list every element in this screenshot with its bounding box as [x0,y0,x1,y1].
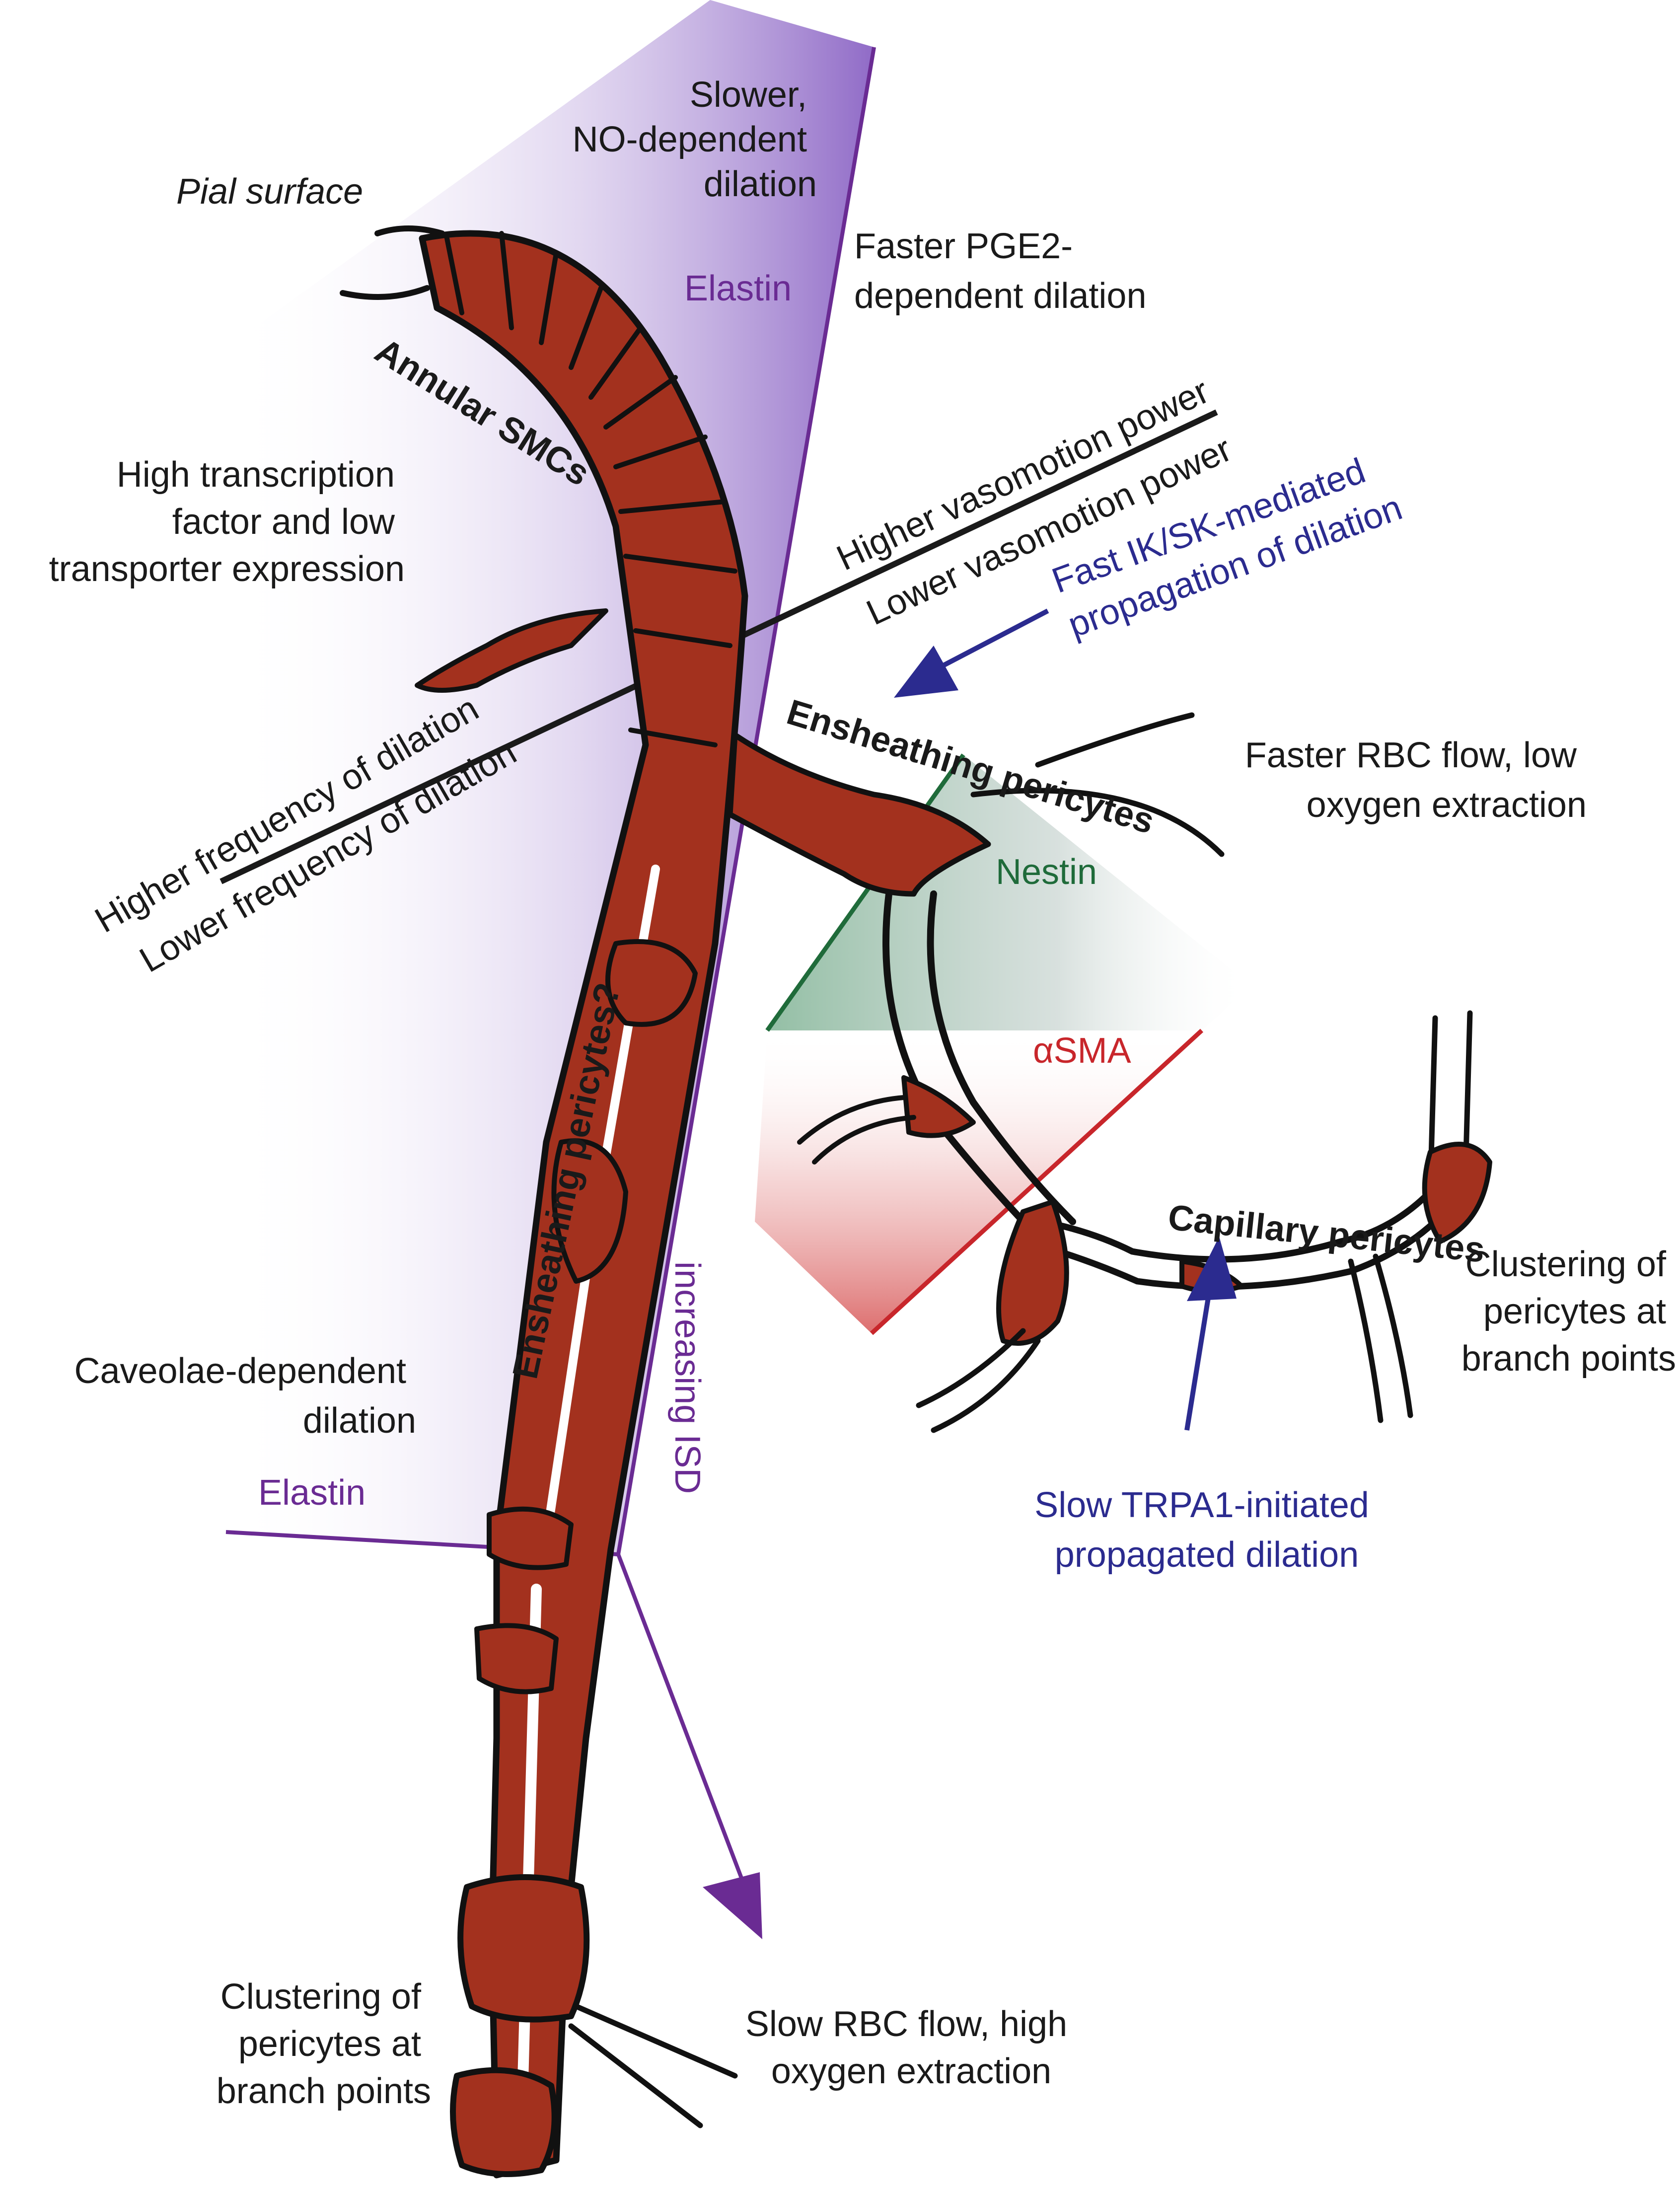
faster-rbc-label: Faster RBC flow, low oxygen extraction [1245,735,1587,825]
elastin-region [226,0,874,1554]
increasing-isd-label: increasing ISD [667,1261,707,1494]
elastin-bottom-label: Elastin [258,1473,365,1513]
high-transcription-label: High transcription factor and low transp… [49,455,405,589]
caveolae-label: Caveolae-dependent dilation [74,1351,416,1441]
vessel-tree [340,225,1492,2179]
clustering-bottom-label: Clustering of pericytes at branch points [217,1977,431,2111]
slower-no-label: Slower, NO-dependent dilation [573,75,817,204]
elastin-top-label: Elastin [684,269,792,308]
asma-region [755,1030,1202,1333]
fast-ik-sk-label: Fast IK/SK-mediated propagation of dilat… [1047,443,1407,646]
asma-label: αSMA [1033,1031,1131,1071]
slow-trpa1-label: Slow TRPA1-initiated propagated dilation [1034,1485,1379,1575]
clustering-right-label: Clustering of pericytes at branch points [1461,1244,1676,1379]
nestin-boundary-line [765,753,965,1032]
nestin-label: Nestin [996,852,1097,892]
faster-pge2-label: Faster PGE2- dependent dilation [854,226,1147,316]
isd-arrow [616,1553,762,1939]
fast-propagation-arrow [894,608,1049,698]
slow-rbc-label: Slow RBC flow, high oxygen extraction [745,2004,1077,2091]
pial-surface-label: Pial surface [176,172,363,212]
slow-propagation-arrow [1184,1237,1237,1431]
